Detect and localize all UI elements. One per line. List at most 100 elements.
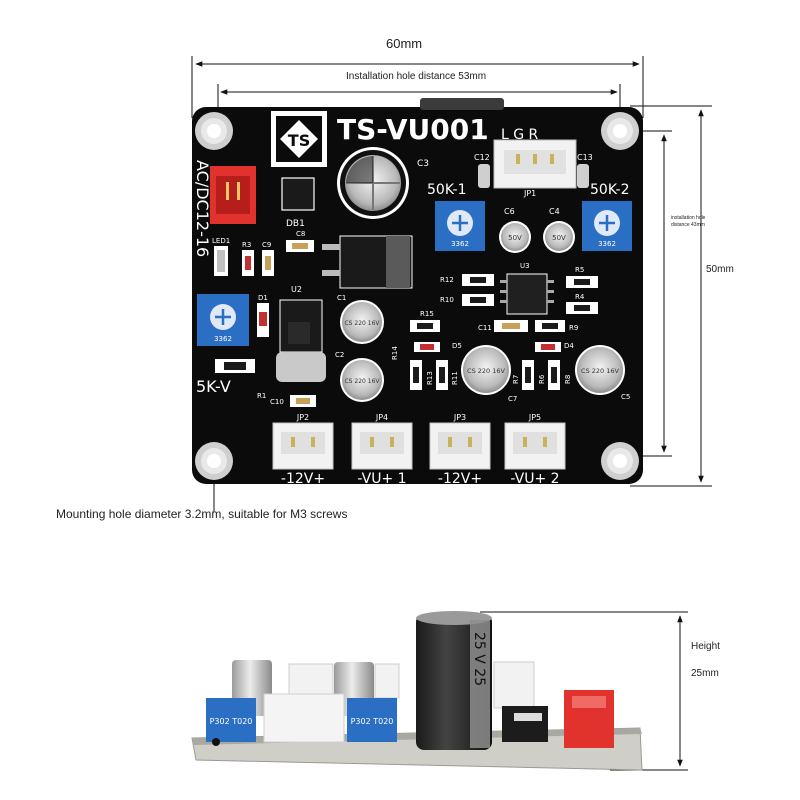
ts-logo: TS bbox=[271, 111, 327, 167]
svg-text:50V: 50V bbox=[552, 234, 566, 242]
mounting-hole-tr bbox=[601, 112, 639, 150]
ic-u3 bbox=[500, 273, 554, 315]
connector-jp1 bbox=[493, 139, 577, 189]
mounting-hole-label: Mounting hole diameter 3.2mm, suitable f… bbox=[56, 507, 348, 521]
ref-c3: C3 bbox=[417, 159, 429, 169]
connector-pin bbox=[390, 437, 394, 447]
svg-text:3362: 3362 bbox=[214, 335, 232, 343]
side-header-right bbox=[493, 661, 535, 709]
capacitor-c6: 50V bbox=[499, 221, 531, 253]
pot-left-top-label: 50K-1 bbox=[427, 182, 466, 198]
pot-left-label: 5K-V bbox=[196, 377, 231, 396]
connector-ref: JP4 bbox=[375, 413, 388, 422]
ref-d1: D1 bbox=[258, 294, 268, 302]
ref-c12: C12 bbox=[474, 153, 490, 162]
ref-c11: C11 bbox=[478, 324, 492, 332]
ref-r8: R8 bbox=[564, 375, 572, 384]
side-height-label: Height bbox=[691, 641, 720, 652]
ref-db1: DB1 bbox=[286, 219, 305, 229]
pot-right-top-label: 50K-2 bbox=[590, 182, 629, 198]
svg-text:P302 T020: P302 T020 bbox=[351, 717, 394, 726]
side-header-mid bbox=[374, 663, 400, 699]
side-power-connector bbox=[564, 690, 614, 748]
mounting-hole-tl bbox=[195, 112, 233, 150]
svg-text:P302 T020: P302 T020 bbox=[210, 717, 253, 726]
connector-pin bbox=[311, 437, 315, 447]
connector-label: -12V+ bbox=[438, 471, 482, 487]
resistor-r6 bbox=[548, 360, 560, 390]
ref-u3: U3 bbox=[520, 262, 530, 270]
side-jst-connector bbox=[263, 693, 345, 743]
svg-text:CS 220 16V: CS 220 16V bbox=[581, 367, 619, 375]
connector-socket bbox=[513, 432, 557, 454]
resistor-r7 bbox=[522, 360, 534, 390]
ref-c8: C8 bbox=[296, 230, 305, 238]
trimmer-pot-5k-v: 3362 bbox=[197, 294, 249, 346]
resistor-r11 bbox=[436, 360, 448, 390]
ref-d4: D4 bbox=[564, 342, 574, 350]
ref-c7: C7 bbox=[508, 395, 517, 403]
capacitor-c7: CS 220 16V bbox=[461, 345, 511, 395]
ref-r9: R9 bbox=[569, 324, 578, 332]
bridge-rectifier bbox=[281, 177, 315, 211]
regulator-top bbox=[322, 235, 413, 289]
connector-label: -VU+ 2 bbox=[510, 471, 559, 487]
connector-label: -VU+ 1 bbox=[357, 471, 406, 487]
header-jp1-pins: L G R bbox=[501, 127, 539, 143]
ref-r1: R1 bbox=[257, 392, 266, 400]
ref-led1: LED1 bbox=[212, 237, 230, 245]
height-dimension-label: 50mm bbox=[706, 264, 734, 275]
ref-r7: R7 bbox=[512, 375, 520, 384]
svg-text:CS 220 16V: CS 220 16V bbox=[467, 367, 505, 375]
ref-c9: C9 bbox=[262, 241, 271, 249]
board-model: TS-VU001 bbox=[337, 113, 489, 146]
side-big-capacitor: 25 V 25 bbox=[416, 611, 492, 750]
connector-pin bbox=[468, 437, 472, 447]
ref-c1: C1 bbox=[337, 294, 346, 302]
power-input-label: AC/DC12-16 bbox=[193, 160, 212, 257]
connector-jp4: JP4 -VU+ 1 bbox=[351, 413, 413, 487]
capacitor-c12 bbox=[478, 164, 490, 188]
ref-r14: R14 bbox=[391, 346, 399, 360]
connector-socket bbox=[360, 432, 404, 454]
connector-ref: JP3 bbox=[453, 413, 466, 422]
trimmer-pot-50k-2: 3362 bbox=[582, 201, 632, 251]
capacitor-c2: CS 220 16V bbox=[340, 358, 384, 402]
capacitor-c4: 50V bbox=[543, 221, 575, 253]
ref-r10: R10 bbox=[440, 296, 454, 304]
capacitor-c13 bbox=[577, 164, 589, 188]
ref-r12: R12 bbox=[440, 276, 454, 284]
width-dimension-label: 60mm bbox=[386, 36, 423, 51]
svg-text:3362: 3362 bbox=[451, 240, 469, 248]
trimmer-pot-50k-1: 3362 bbox=[435, 201, 485, 251]
ref-r4: R4 bbox=[575, 293, 585, 301]
vertical-hole-distance-label: installation hole distance 43mm bbox=[671, 215, 706, 228]
side-pot-left: P302 T020 bbox=[206, 698, 256, 742]
pcb-side-view: P302 T020 P302 T020 25 V 25 bbox=[191, 611, 643, 771]
ref-c4: C4 bbox=[549, 207, 560, 216]
connector-jp5: JP5-VU+ 2 bbox=[504, 413, 566, 487]
side-header-left bbox=[288, 663, 334, 699]
resistor-r13 bbox=[410, 360, 422, 390]
ref-c2: C2 bbox=[335, 351, 344, 359]
ref-c13: C13 bbox=[577, 153, 593, 162]
side-pot-right: P302 T020 bbox=[347, 698, 397, 742]
logo-text: TS bbox=[288, 131, 310, 150]
ref-r13: R13 bbox=[426, 371, 434, 385]
svg-text:CS 220 16V: CS 220 16V bbox=[344, 320, 380, 327]
ref-r11: R11 bbox=[451, 371, 459, 385]
connector-pin bbox=[291, 437, 295, 447]
svg-text:25 V 25: 25 V 25 bbox=[471, 632, 487, 686]
pcb-top-view: TS TS-VU001 AC/DC12-16 DB1 bbox=[192, 98, 643, 487]
ref-r6: R6 bbox=[538, 374, 546, 384]
power-connector bbox=[210, 166, 256, 224]
connector-socket bbox=[438, 432, 482, 454]
svg-text:3362: 3362 bbox=[598, 240, 616, 248]
ref-r3: R3 bbox=[242, 241, 251, 249]
connector-jp2: JP2-12V+ bbox=[272, 413, 334, 487]
ref-jp1: JP1 bbox=[523, 189, 536, 198]
ref-r15: R15 bbox=[420, 310, 434, 318]
connector-pin bbox=[523, 437, 527, 447]
